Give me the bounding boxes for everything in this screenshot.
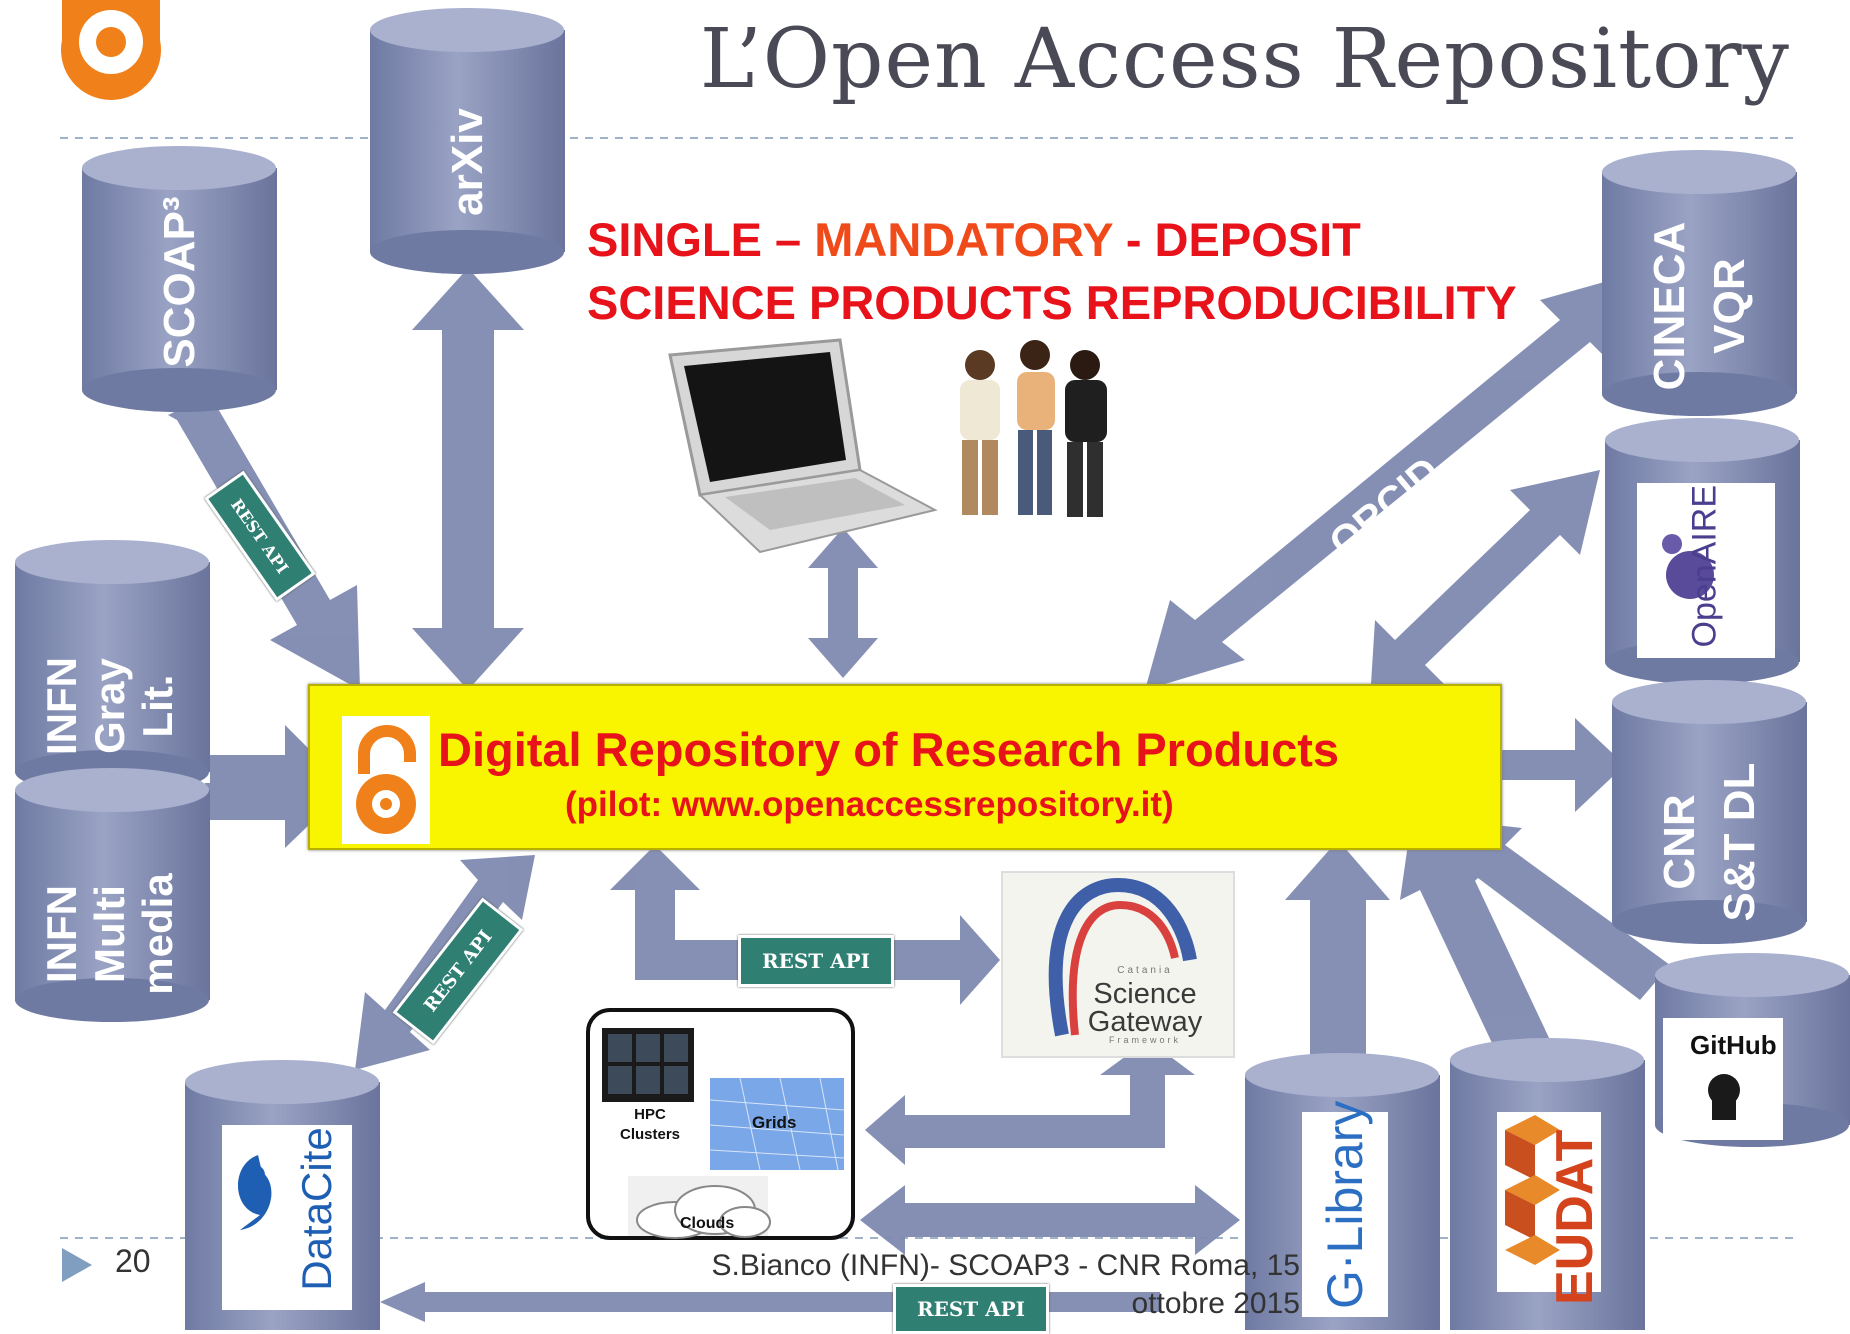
slide-number: 20 (115, 1243, 151, 1279)
openaire-label: OpenAIRE (1685, 484, 1724, 648)
repository-subtitle: (pilot: www.openaccessrepository.it) (565, 785, 1174, 824)
repository-title: Digital Repository of Research Products (438, 723, 1340, 776)
openaire-arrow (1370, 470, 1600, 700)
laptop-icon (668, 338, 938, 554)
datacite-label: DataCite (293, 1127, 340, 1291)
headline-line-1: SINGLE – MANDATORY - DEPOSIT (587, 213, 1361, 266)
cylinder-cnr (1612, 680, 1807, 944)
multimedia-arrow (205, 755, 335, 848)
eudat-label: EUDAT (1546, 1129, 1604, 1305)
open-access-lock-icon (342, 716, 430, 844)
grids-icon (709, 1077, 845, 1171)
cylinder-arxiv (370, 8, 565, 274)
grids-label: Grids (752, 1113, 797, 1132)
openaire-logo (1637, 483, 1775, 658)
eudat-arrow (1400, 830, 1550, 1060)
github-logo (1663, 1018, 1783, 1140)
gateway-catania-label: Catania (1117, 965, 1173, 976)
hpc-rack-icon (602, 1028, 694, 1102)
corner-logo-icon (60, 0, 161, 100)
laptop-arrow (808, 528, 878, 678)
gateway-framework-label: Framework (1108, 1035, 1181, 1045)
eudat-logo (1497, 1112, 1601, 1292)
datacite-logo (222, 1125, 352, 1310)
science-gateway-logo (1001, 871, 1235, 1058)
gateway-rest-arrow (610, 845, 1000, 1005)
clouds-label: Clouds (680, 1215, 735, 1232)
cnr-arrow (1498, 718, 1625, 812)
repository-box[interactable] (308, 684, 1502, 850)
arxiv-arrow (412, 268, 524, 690)
library-logo (1302, 1112, 1388, 1317)
slide-title: L’Open Access Repository (699, 12, 1790, 107)
cylinder-cineca (1602, 150, 1797, 416)
hpc-box (586, 1008, 855, 1240)
library-label: G·Library (1317, 1100, 1373, 1309)
github-label: GitHub (1690, 1030, 1777, 1060)
orcid-arrow (1145, 272, 1640, 690)
hpc-library-arrow (860, 1185, 1240, 1255)
footer-credit: S.Bianco (INFN)- SCOAP3 - CNR Roma, 15 o… (711, 1249, 1300, 1320)
people-icon (960, 340, 1107, 517)
hpc-gateway-arrow (865, 1040, 1195, 1165)
cylinder-scoap3 (82, 146, 277, 412)
scoap3-label: SCOAP³ (155, 196, 204, 368)
cylinder-infn-multimedia (15, 768, 210, 1022)
arxiv-label: arXiv (443, 108, 492, 216)
footer-bullet-icon (62, 1248, 92, 1282)
library-arrow (1285, 840, 1390, 1060)
rest-api-badge-gateway: REST API (738, 935, 894, 987)
clouds-icon (628, 1176, 771, 1239)
headline-line-2: SCIENCE PRODUCTS REPRODUCIBILITY (587, 276, 1517, 329)
github-arrow (1450, 820, 1670, 1000)
